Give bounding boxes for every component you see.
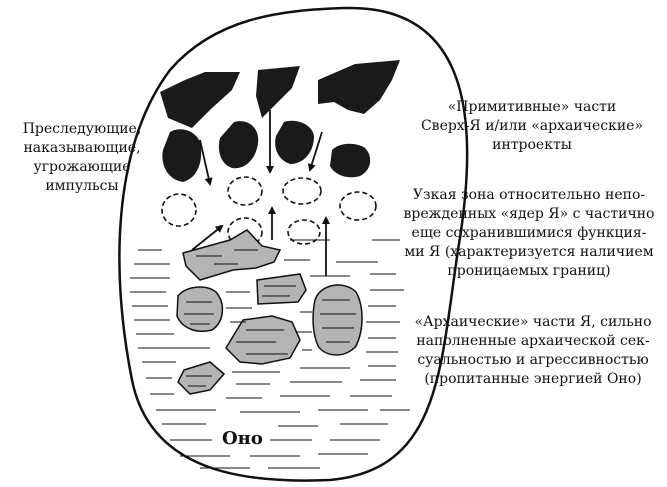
ego-nucleus-2 xyxy=(227,176,263,206)
dark-introject-5 xyxy=(218,121,259,169)
label-primitive-superego: «Примитивные» части Сверх-Я и/или «архаи… xyxy=(420,99,644,153)
dark-introject-1 xyxy=(160,72,240,128)
label-persecuting-impulses: Преследующие, наказывающие, угрожающие и… xyxy=(22,121,142,194)
dark-introject-2 xyxy=(256,66,300,118)
archaic-part-6 xyxy=(177,361,226,395)
label-archaic-ego-parts: «Архаические» части Я, сильно наполненны… xyxy=(414,314,652,387)
blob-hatching xyxy=(184,249,356,387)
dark-introjects xyxy=(160,60,400,182)
ego-nuclei xyxy=(161,176,377,247)
archaic-part-3 xyxy=(176,286,224,332)
arrow-up-1 xyxy=(191,224,224,251)
dark-introject-4 xyxy=(162,129,202,182)
dark-introject-3 xyxy=(318,60,400,114)
archaic-part-1 xyxy=(182,229,282,281)
ego-nucleus-3 xyxy=(282,177,322,205)
archaic-part-4 xyxy=(225,315,301,365)
ego-nucleus-6 xyxy=(287,219,321,245)
archaic-part-2 xyxy=(256,273,307,305)
arrow-down-1 xyxy=(199,139,213,186)
arrows xyxy=(191,110,330,276)
ego-nucleus-1 xyxy=(161,193,197,227)
dark-introject-7 xyxy=(330,143,371,178)
archaic-ego-parts xyxy=(176,229,363,395)
label-id: Оно xyxy=(222,428,263,449)
dark-introject-6 xyxy=(275,120,314,164)
psyche-outline xyxy=(118,6,469,482)
ego-nucleus-4 xyxy=(339,191,377,221)
archaic-part-5 xyxy=(312,284,363,356)
id-hatching xyxy=(130,239,410,469)
label-ego-nuclei-zone: Узкая зона относительно непо- врежденных… xyxy=(403,187,655,279)
arrow-down-3 xyxy=(307,131,323,172)
